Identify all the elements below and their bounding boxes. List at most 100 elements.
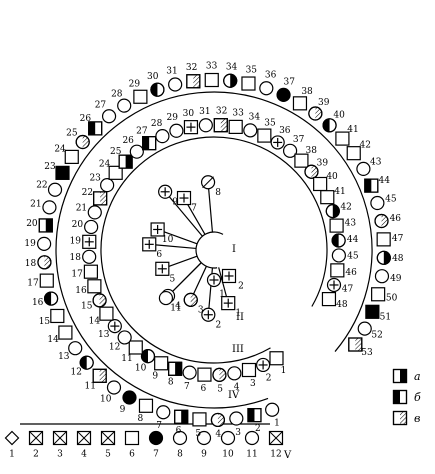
gen-IV-individual-2	[247, 408, 262, 423]
gen-II-number-5: 5	[169, 274, 175, 284]
gen-III-number-44: 44	[347, 235, 359, 245]
gen-IV-number-41: 41	[347, 125, 358, 135]
gen-V-number-7: 7	[153, 450, 159, 460]
gen-III-number-29: 29	[166, 113, 178, 123]
descent-line	[170, 262, 202, 294]
gen-III-number-39: 39	[317, 158, 329, 168]
gen-III-number-48: 48	[336, 300, 348, 310]
gen-IV-number-46: 46	[390, 214, 402, 224]
gen-IV-individual-26	[88, 121, 103, 136]
gen-III-number-6: 6	[201, 384, 207, 394]
gen-IV-number-52: 52	[371, 331, 382, 341]
gen-III-individual-15	[92, 293, 107, 308]
gen-IV-individual-43	[356, 161, 371, 177]
gen-III-number-8: 8	[168, 378, 174, 388]
gen-III-individual-33	[228, 119, 243, 134]
descent-line	[168, 255, 198, 268]
gen-III-individual-16	[87, 279, 102, 294]
descent-line	[155, 244, 197, 250]
gen-III-individual-40	[313, 176, 328, 192]
gen-II-number-10: 10	[162, 235, 174, 245]
gen-IV-number-49: 49	[390, 274, 402, 284]
gen-IV-individual-40	[322, 118, 337, 133]
gen-IV-number-16: 16	[32, 298, 44, 308]
gen-IV-individual-28	[117, 98, 132, 113]
descent-line	[168, 196, 203, 237]
gen-III-individual-47	[326, 277, 342, 293]
gen-II-individual-5	[155, 261, 170, 276]
gen-III-individual-25	[118, 154, 133, 169]
gen-IV-individual-19	[37, 236, 52, 251]
gen-II-individual-1	[221, 296, 236, 311]
gen-IV-number-53: 53	[361, 348, 373, 358]
gen-IV-number-51: 51	[380, 312, 391, 322]
gen-III-number-22: 22	[82, 188, 93, 198]
generation-label-II: II	[236, 312, 244, 323]
gen-IV-number-50: 50	[386, 293, 398, 303]
gen-IV-individual-11	[92, 368, 107, 383]
gen-III-number-38: 38	[305, 146, 317, 156]
gen-V-individual-2	[28, 430, 44, 446]
gen-III-number-26: 26	[122, 136, 134, 146]
gen-IV-number-40: 40	[333, 111, 345, 121]
gen-V-individual-3	[52, 430, 68, 446]
descent-line	[163, 231, 198, 245]
gen-II-number-2: 2	[215, 320, 221, 330]
gen-III-individual-8	[168, 361, 183, 376]
gen-II-individual-8	[200, 175, 216, 190]
gen-IV-individual-23	[55, 165, 70, 180]
gen-IV-individual-21	[42, 200, 57, 215]
gen-IV-number-23: 23	[44, 162, 56, 172]
gen-III-number-35: 35	[264, 118, 276, 128]
gen-III-individual-11	[128, 340, 143, 355]
gen-III-individual-38	[294, 153, 309, 168]
gen-II-number-7: 7	[191, 204, 197, 214]
gen-IV-number-28: 28	[111, 89, 123, 99]
gen-III-number-30: 30	[183, 109, 195, 119]
gen-IV-number-10: 10	[100, 394, 112, 404]
gen-IV-number-9: 9	[120, 405, 126, 415]
gen-V-number-3: 3	[57, 450, 63, 460]
gen-IV-individual-50	[371, 287, 386, 302]
gen-III-number-15: 15	[81, 301, 93, 311]
gen-II-number-11: 11	[170, 304, 181, 314]
gen-V-number-6: 6	[129, 450, 135, 460]
gen-IV-number-31: 31	[166, 66, 177, 76]
legend-symbol-а	[392, 368, 408, 384]
gen-IV-number-29: 29	[129, 80, 141, 90]
gen-IV-individual-46	[374, 213, 389, 229]
gen-III-individual-2	[255, 357, 271, 373]
gen-II-individual-7	[176, 190, 192, 206]
gen-IV-number-3: 3	[235, 428, 241, 438]
gen-III-individual-37	[282, 143, 298, 158]
gen-II-number-4: 4	[175, 301, 181, 311]
gen-IV-individual-25	[75, 134, 90, 150]
gen-III-individual-29	[169, 123, 184, 138]
gen-V-individual-8	[172, 430, 188, 446]
gen-III-individual-1	[269, 351, 284, 366]
gen-IV-individual-12	[79, 355, 94, 370]
gen-III-number-46: 46	[345, 268, 357, 278]
gen-IV-individual-47	[376, 232, 391, 247]
legend: абв	[414, 370, 421, 425]
gen-II-individual-9	[158, 184, 173, 199]
gen-IV-individual-30	[150, 82, 165, 97]
gen-IV-number-22: 22	[36, 180, 47, 190]
gen-I-individual-2	[221, 268, 237, 284]
gen-III-individual-35	[257, 128, 272, 143]
gen-III-individual-20	[84, 219, 99, 235]
gen-IV-number-42: 42	[360, 141, 371, 151]
gen-IV-number-7: 7	[156, 421, 162, 431]
legend-label-б: б	[414, 391, 421, 404]
gen-III-individual-44	[331, 233, 346, 248]
gen-III-number-19: 19	[70, 236, 82, 246]
gen-III-number-28: 28	[151, 119, 163, 129]
gen-IV-number-25: 25	[66, 129, 78, 139]
gen-III-number-27: 27	[136, 127, 148, 137]
gen-III-individual-32	[213, 118, 228, 133]
gen-IV-number-2: 2	[255, 424, 261, 434]
generation-label-III: III	[232, 344, 244, 355]
gen-V-number-10: 10	[222, 450, 234, 460]
gen-IV-number-18: 18	[25, 259, 37, 269]
